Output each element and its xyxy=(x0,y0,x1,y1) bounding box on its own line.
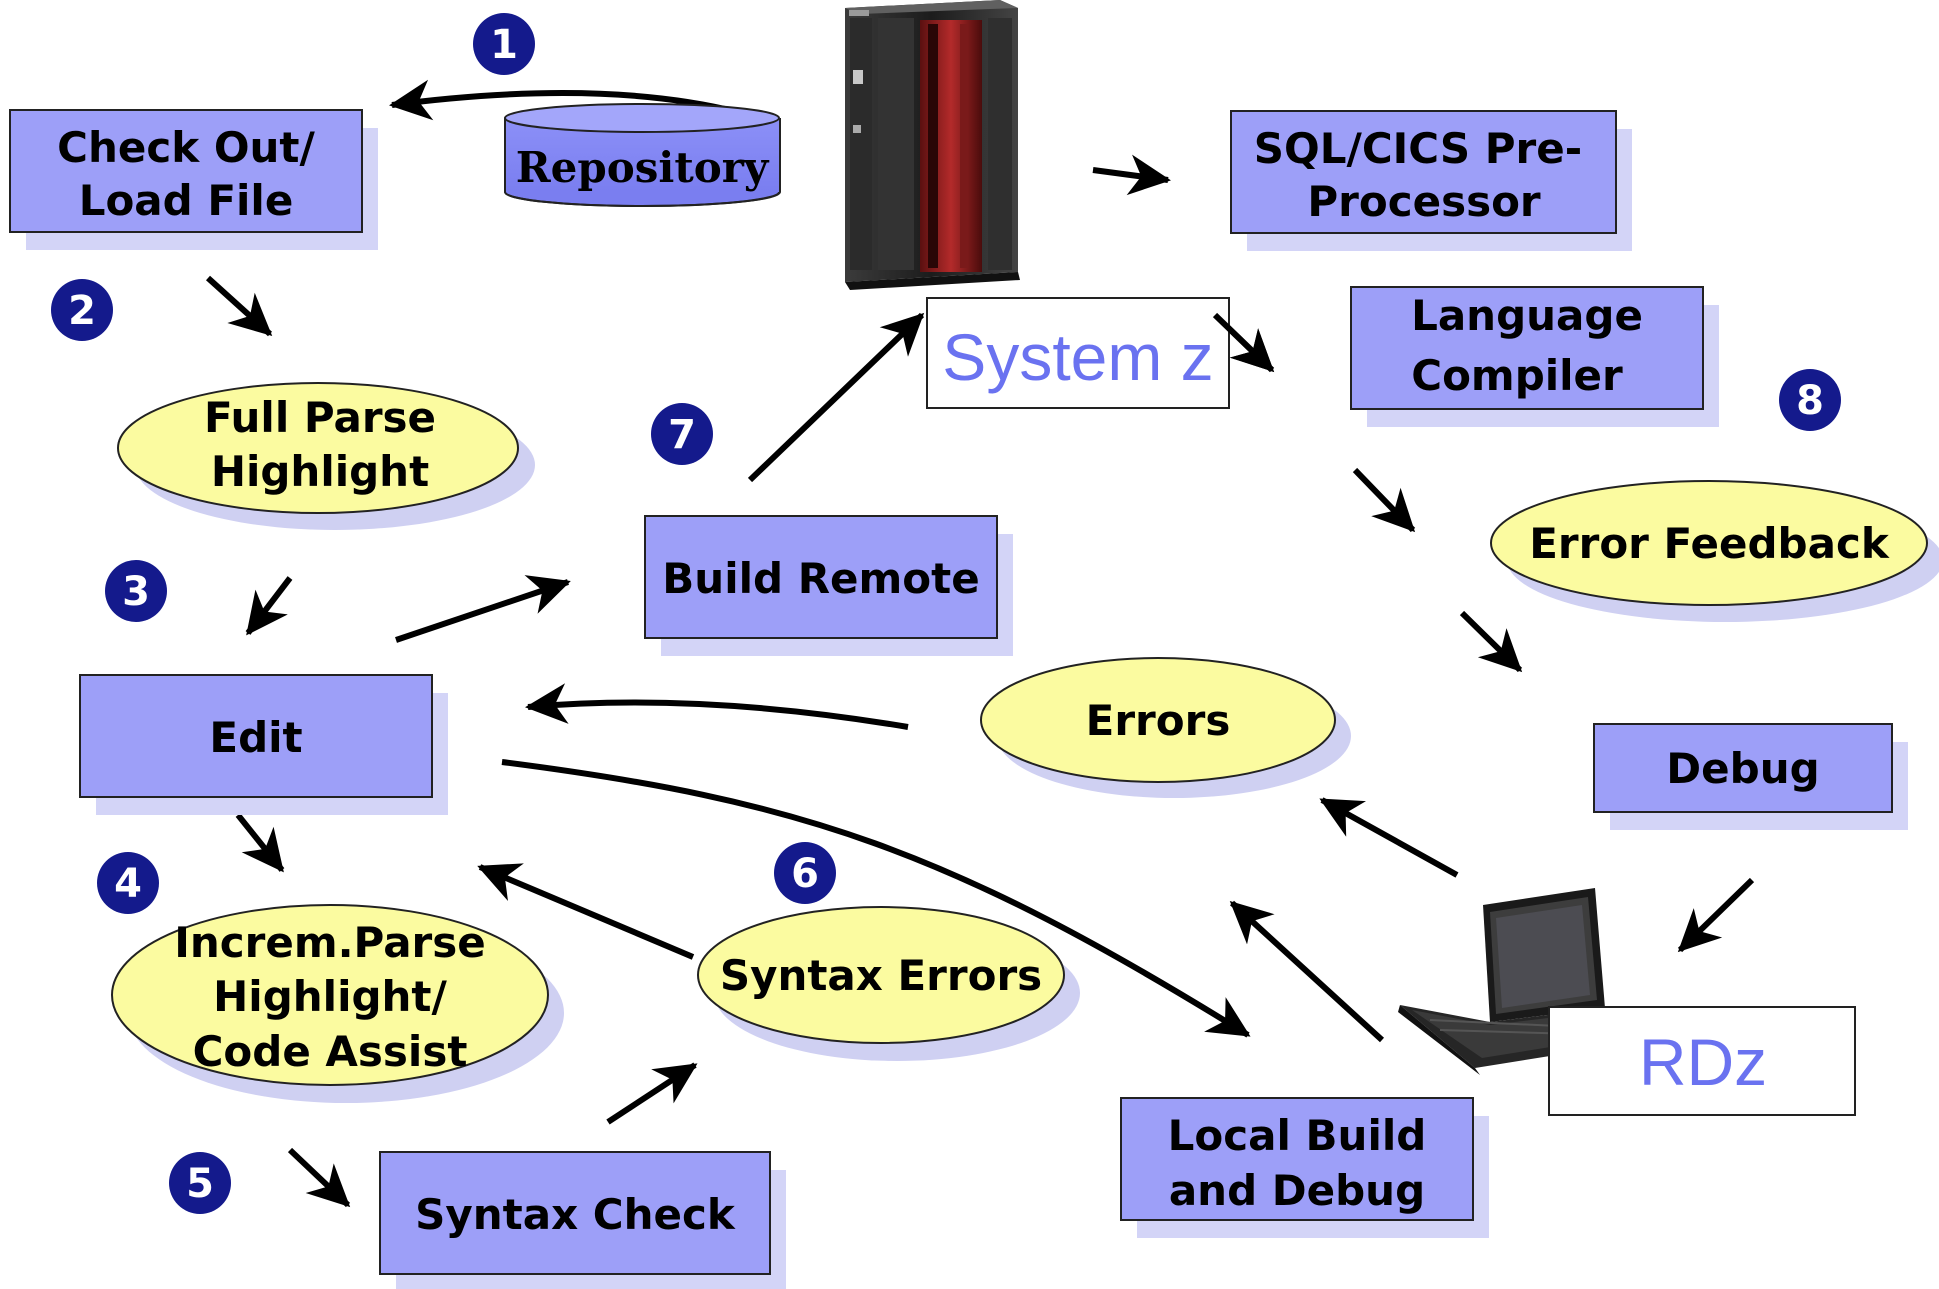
box-checkout: Check Out/ Load File xyxy=(9,109,378,250)
arrow-localbuild-to-rdz xyxy=(1229,900,1385,1043)
arrow-debug-to-rdz xyxy=(1677,877,1755,953)
ellipse-syntax-errors: Syntax Errors xyxy=(697,906,1080,1061)
increm-label-line1: Increm.Parse xyxy=(174,918,486,967)
repository-cylinder: Repository xyxy=(504,103,781,208)
error-feedback-label: Error Feedback xyxy=(1529,519,1890,568)
badge-3-text: 3 xyxy=(122,569,150,615)
arrow-syntaxerrors-to-edit xyxy=(477,863,695,960)
badge-4-text: 4 xyxy=(114,861,142,907)
box-edit: Edit xyxy=(79,674,448,815)
ellipse-error-feedback: Error Feedback xyxy=(1490,480,1939,622)
badge-1: 1 xyxy=(473,13,535,75)
errors-label: Errors xyxy=(1086,696,1231,745)
arrow-edit-to-localbuild xyxy=(501,759,1251,1038)
ellipse-full-parse: Full Parse Highlight xyxy=(117,382,535,530)
badge-6-text: 6 xyxy=(791,851,819,897)
rdz-label: RDz xyxy=(1639,1025,1767,1099)
debug-label: Debug xyxy=(1666,744,1819,793)
arrow-errors-to-edit xyxy=(525,683,909,730)
mainframe-server-icon xyxy=(845,0,1020,290)
box-compiler: Language Compiler xyxy=(1350,286,1719,427)
arrow-rdz-to-errors xyxy=(1319,797,1459,878)
increm-label-line3: Code Assist xyxy=(193,1027,468,1076)
build-remote-label: Build Remote xyxy=(662,554,979,603)
increm-label-line2: Highlight/ xyxy=(213,972,447,1021)
badge-3: 3 xyxy=(105,560,167,622)
badge-8: 8 xyxy=(1779,369,1841,431)
badge-1-text: 1 xyxy=(490,22,518,68)
badge-5-text: 5 xyxy=(186,1161,214,1207)
system-z-label: System z xyxy=(942,320,1213,394)
arrow-syntaxcheck-to-syntaxerrors xyxy=(606,1062,698,1125)
rdz-label-box: RDz xyxy=(1548,1006,1856,1116)
full-parse-label-line1: Full Parse xyxy=(204,393,436,442)
local-build-label-line2: and Debug xyxy=(1169,1166,1425,1215)
compiler-label-line2: Compiler xyxy=(1411,351,1623,400)
system-z-label-box: System z xyxy=(926,297,1230,409)
arrow-systemz-to-compiler-overlay xyxy=(1212,312,1275,373)
repository-label: Repository xyxy=(516,143,770,192)
compiler-label-line1: Language xyxy=(1411,291,1643,340)
arrow-repo-to-checkout xyxy=(389,79,739,121)
arrow-feedback-to-debug xyxy=(1459,610,1523,673)
arrow-edit-to-buildremote xyxy=(395,575,571,643)
checkout-label-line2: Load File xyxy=(79,176,294,225)
badge-8-text: 8 xyxy=(1796,378,1824,424)
ellipse-increm-parse: Increm.Parse Highlight/ Code Assist xyxy=(111,904,564,1103)
sql-cics-label-line2: Processor xyxy=(1307,177,1541,226)
syntax-check-label: Syntax Check xyxy=(415,1190,736,1239)
arrow-compiler-to-feedback xyxy=(1352,467,1416,533)
step-badges: 1 2 3 4 5 6 7 8 xyxy=(51,13,1841,1214)
arrow-fullparse-to-edit xyxy=(245,576,293,636)
arrow-mainframe-to-sql xyxy=(1092,154,1171,196)
badge-4: 4 xyxy=(97,852,159,914)
box-sql-cics: SQL/CICS Pre- Processor xyxy=(1230,110,1632,251)
box-build-remote: Build Remote xyxy=(644,515,1013,656)
badge-7: 7 xyxy=(651,403,713,465)
syntax-errors-label: Syntax Errors xyxy=(720,951,1042,1000)
local-build-label-line1: Local Build xyxy=(1168,1111,1427,1160)
box-debug: Debug xyxy=(1593,723,1908,830)
arrow-edit-to-increm xyxy=(235,813,285,873)
sql-cics-label-line1: SQL/CICS Pre- xyxy=(1254,124,1582,173)
badge-6: 6 xyxy=(774,842,836,904)
ellipse-errors: Errors xyxy=(980,657,1351,798)
box-local-build: Local Build and Debug xyxy=(1120,1097,1489,1238)
arrow-checkout-to-fullparse xyxy=(205,275,273,337)
arrow-buildremote-to-systemz xyxy=(747,312,925,483)
box-syntax-check: Syntax Check xyxy=(379,1151,786,1289)
arrows xyxy=(205,79,1755,1208)
badge-2: 2 xyxy=(51,279,113,341)
badge-7-text: 7 xyxy=(668,412,696,458)
badge-5: 5 xyxy=(169,1152,231,1214)
arrow-increm-to-syntaxcheck xyxy=(287,1147,351,1208)
checkout-label-line1: Check Out/ xyxy=(57,123,315,172)
badge-2-text: 2 xyxy=(68,288,96,334)
edit-label: Edit xyxy=(209,713,302,762)
full-parse-label-line2: Highlight xyxy=(211,447,429,496)
